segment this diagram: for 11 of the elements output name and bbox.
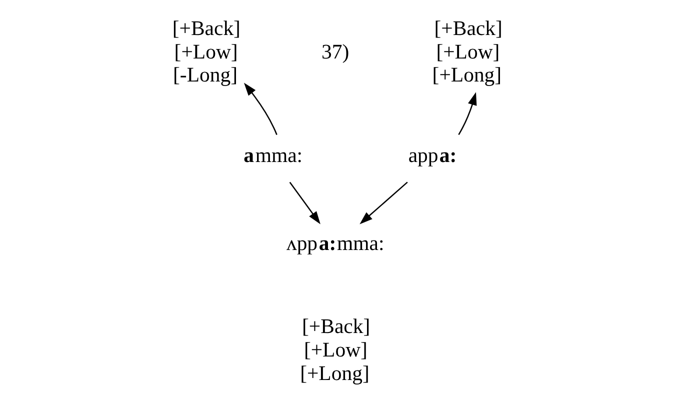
node-text: ʌppa:mma: (286, 233, 384, 256)
arrow (244, 82, 278, 135)
node-text: [+Back] [+Low] [+Long] (432, 18, 502, 87)
arrow (458, 92, 477, 135)
label: [+Back] [+Low] [+Long] (300, 316, 370, 385)
node-text: appa: (408, 145, 457, 168)
arrow (360, 182, 408, 224)
arrow (289, 182, 320, 224)
node-text: [+Back] [+Low] [-Long] (172, 18, 240, 87)
label: 37) (321, 41, 350, 64)
node-text: amma: (244, 145, 303, 168)
